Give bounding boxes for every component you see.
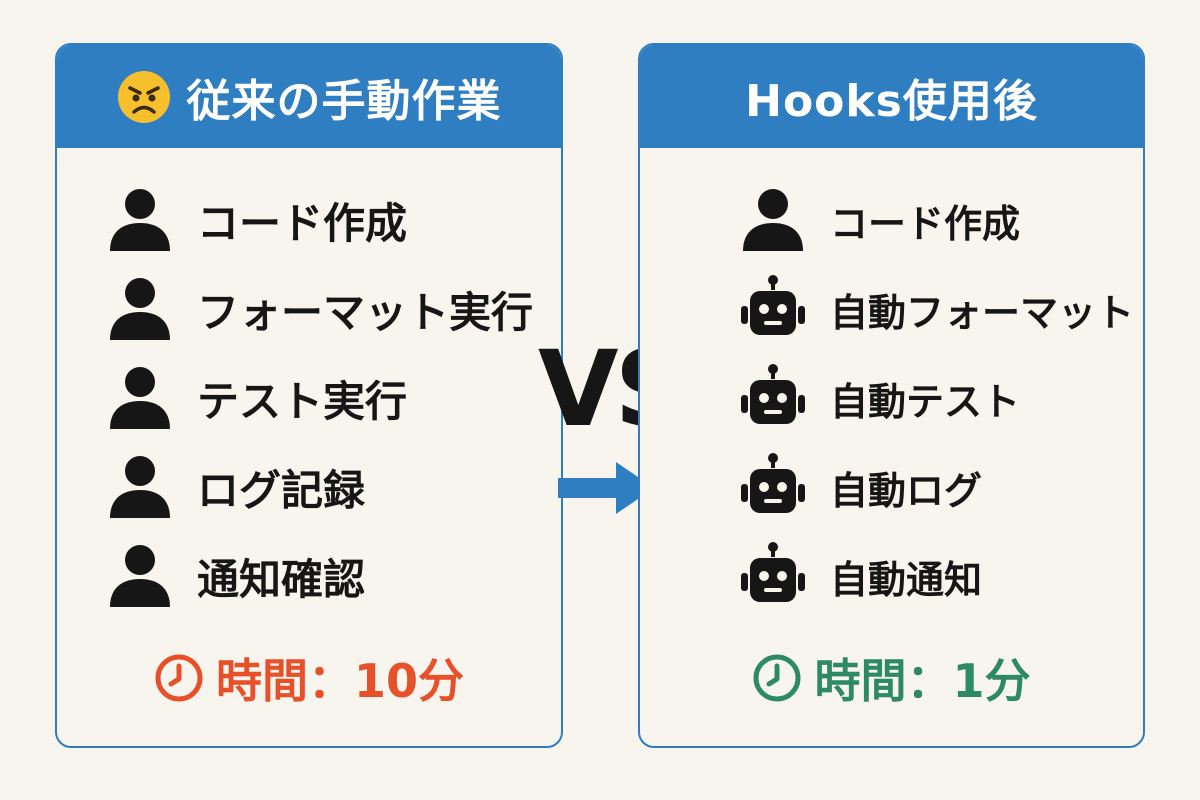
hooks-time: 時間：1分 — [640, 645, 1143, 711]
hooks-item-label: コード作成 — [830, 201, 1021, 246]
manual-item-label: 通知確認 — [197, 554, 366, 604]
hooks-title: Hooks使用後 — [745, 75, 1038, 127]
manual-item-label: フォーマット実行 — [197, 287, 534, 337]
person-icon — [738, 185, 808, 255]
person-icon — [105, 363, 175, 433]
manual-item: コード作成 — [105, 185, 407, 255]
robot-icon — [738, 274, 808, 344]
hooks-item: コード作成 — [738, 185, 1020, 255]
robot-icon — [738, 541, 808, 611]
robot-icon — [738, 452, 808, 522]
manual-item: フォーマット実行 — [105, 274, 533, 344]
person-icon — [105, 541, 175, 611]
hooks-time-label: 時間：1分 — [814, 654, 1031, 708]
person-icon — [105, 452, 175, 522]
hooks-item-label: 自動通知 — [830, 557, 983, 602]
manual-item: テスト実行 — [105, 363, 407, 433]
manual-work-card: 従来の手動作業 コード作成 フォーマット実行 テスト実行 ログ記録 通知確認 時… — [55, 43, 563, 748]
clock-icon — [753, 654, 801, 702]
hooks-header: Hooks使用後 — [640, 45, 1143, 148]
hooks-item-label: 自動フォーマット — [830, 290, 1135, 335]
manual-item-label: ログ記録 — [197, 465, 366, 515]
manual-time-label: 時間：10分 — [215, 654, 464, 708]
clock-icon — [155, 654, 203, 702]
angry-face-icon — [117, 70, 170, 123]
manual-item-label: テスト実行 — [197, 376, 408, 426]
hooks-item-label: 自動テスト — [830, 379, 1021, 424]
manual-time: 時間：10分 — [57, 645, 561, 711]
robot-icon — [738, 363, 808, 433]
person-icon — [105, 274, 175, 344]
hooks-item: 自動通知 — [738, 541, 982, 611]
manual-work-title: 従来の手動作業 — [186, 75, 502, 127]
manual-item: 通知確認 — [105, 541, 365, 611]
hooks-card: Hooks使用後 コード作成 自動フォーマット 自動テスト 自動ログ 自動通知 … — [638, 43, 1145, 748]
hooks-item-label: 自動ログ — [830, 468, 983, 513]
manual-work-header: 従来の手動作業 — [57, 45, 561, 148]
hooks-item: 自動ログ — [738, 452, 982, 522]
hooks-item: 自動フォーマット — [738, 274, 1134, 344]
hooks-item: 自動テスト — [738, 363, 1020, 433]
person-icon — [105, 185, 175, 255]
manual-item-label: コード作成 — [197, 198, 408, 248]
manual-item: ログ記録 — [105, 452, 365, 522]
right-arrow-icon — [558, 462, 654, 514]
